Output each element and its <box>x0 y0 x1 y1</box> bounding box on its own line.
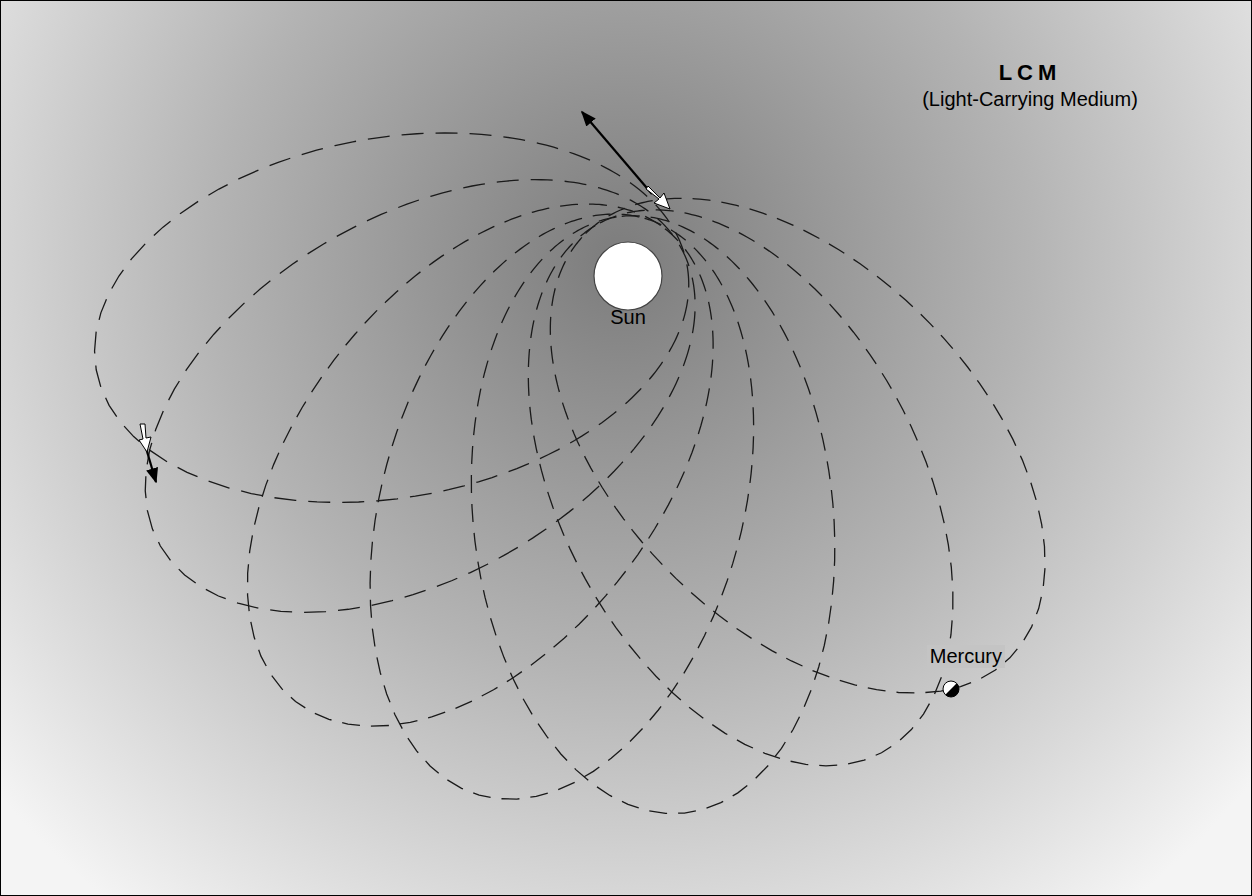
planet-label: Mercury <box>927 645 1005 668</box>
motion-arrow <box>646 186 670 209</box>
sun-label: Sun <box>610 306 646 329</box>
mercury-symbol <box>940 678 962 700</box>
orbit-path <box>248 204 714 726</box>
motion-arrow <box>139 424 151 452</box>
planet-body: Mercury <box>927 645 1005 700</box>
orbit-path <box>471 216 834 814</box>
orbit-path <box>528 210 953 766</box>
orbit-path <box>550 198 1045 693</box>
force-arrow <box>582 112 652 194</box>
medium-name: (Light-Carrying Medium) <box>922 88 1138 111</box>
force-arrow <box>146 448 156 482</box>
sun-disc <box>592 240 664 312</box>
orbit-path <box>370 214 754 799</box>
sun-body: Sun <box>592 240 664 329</box>
orbits <box>95 133 1045 813</box>
orbit-path <box>145 180 695 613</box>
medium-abbreviation: LCM <box>999 60 1062 86</box>
